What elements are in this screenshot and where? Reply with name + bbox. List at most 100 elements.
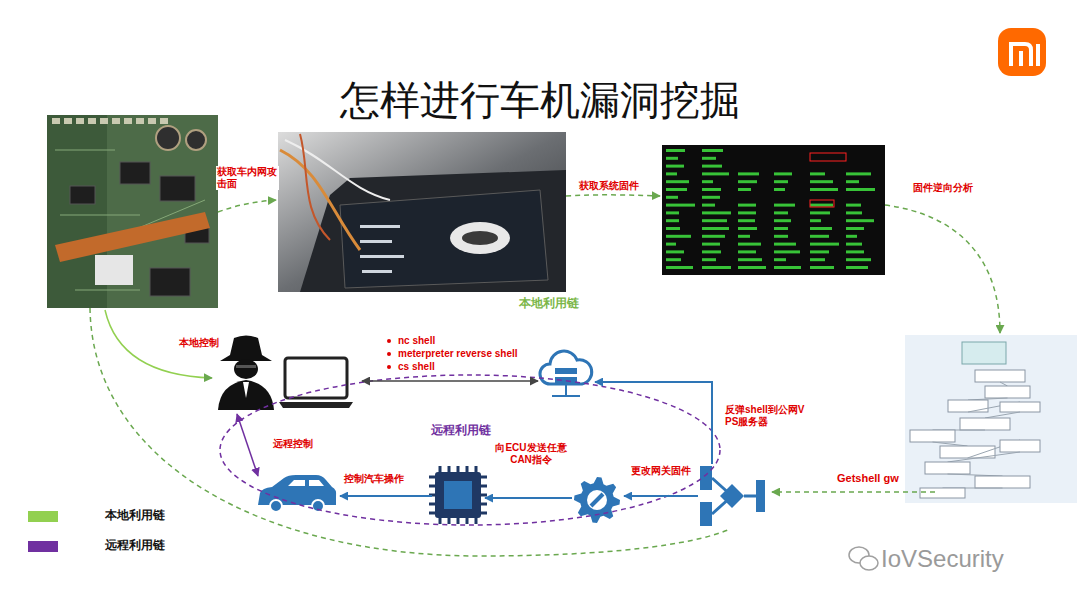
gateway-port — [756, 480, 765, 512]
terminal-line — [810, 243, 839, 246]
ribbon-cable — [55, 212, 210, 262]
pcb-connector — [112, 118, 120, 124]
wire — [280, 150, 360, 250]
graph-block — [925, 462, 970, 474]
wire — [300, 134, 330, 240]
glasses — [236, 365, 256, 368]
bubble — [860, 556, 878, 570]
chip — [160, 176, 195, 201]
terminal-line — [774, 227, 788, 230]
brand-logo — [998, 28, 1046, 76]
cloud — [540, 351, 592, 384]
chip-pin — [429, 466, 487, 524]
terminal-line — [846, 180, 859, 183]
chain-arrows — [90, 195, 1000, 556]
pcb-connector — [136, 118, 144, 124]
terminal-line — [702, 219, 727, 222]
remote-control-arrow — [237, 414, 258, 476]
laptop-screen — [285, 358, 347, 398]
terminal-line — [774, 172, 792, 175]
highlight-box — [810, 153, 846, 161]
graph-block — [975, 370, 1025, 382]
terminal-line — [738, 258, 762, 261]
laptop-base — [279, 402, 353, 408]
terminal-line — [846, 172, 871, 175]
graph-block — [985, 386, 1030, 398]
terminal-line — [702, 204, 715, 207]
terminal-line — [738, 266, 766, 269]
terminal-line — [666, 235, 691, 238]
terminal-line — [702, 172, 729, 175]
flow-graph-picture — [905, 335, 1077, 503]
terminal-line — [738, 180, 757, 183]
watermark: IoVSecurity — [880, 545, 1005, 574]
photo-ground — [278, 132, 566, 292]
terminal-line — [666, 149, 685, 152]
picture-ground — [905, 335, 1077, 503]
tie — [243, 382, 249, 398]
gateway-links — [712, 478, 756, 514]
terminal-line — [702, 258, 716, 261]
chain-label: 本地利用链 — [518, 296, 580, 310]
graph-block — [960, 418, 1010, 430]
gateway-port — [700, 502, 712, 526]
terminal-line — [774, 266, 801, 269]
pcb-connector — [148, 118, 156, 124]
car-window — [288, 480, 324, 486]
terminal-line — [666, 188, 687, 191]
local-chain-arrow — [885, 205, 1000, 333]
terminal-line — [666, 258, 681, 261]
terminal-line — [810, 219, 821, 222]
terminal-line — [774, 211, 788, 214]
terminal-line — [810, 235, 829, 238]
terminal-line — [702, 165, 722, 168]
graph-edge — [933, 442, 968, 446]
terminal-line — [738, 172, 759, 175]
terminal-line — [666, 157, 678, 160]
screen-item — [360, 255, 404, 258]
pcb-trace — [60, 215, 140, 216]
graph-block — [1000, 440, 1040, 452]
legend-swatch — [28, 541, 58, 552]
local-chain-arrow — [218, 200, 276, 212]
pcb-connector — [88, 118, 96, 124]
terminal-line — [666, 172, 677, 175]
legend-text: 本地利用链 — [104, 508, 166, 522]
legend-swatch — [28, 511, 58, 522]
terminal-line — [774, 204, 795, 207]
shell-item: meterpreter reverse shell — [397, 348, 519, 360]
pcb-trace — [75, 290, 140, 291]
terminal-line — [702, 250, 721, 253]
terminal-line — [846, 211, 862, 214]
terminal-line — [666, 196, 678, 199]
flow-arrow — [485, 497, 572, 499]
local-chain-arrow — [772, 491, 935, 493]
bullet — [387, 339, 391, 343]
server — [555, 368, 577, 374]
flow-arrow — [624, 495, 698, 497]
capacitor — [156, 126, 180, 150]
graph-edge — [948, 452, 1021, 462]
capacitor — [186, 130, 206, 150]
terminal-line — [738, 188, 751, 191]
terminal-line — [774, 250, 800, 253]
laptop-icon — [279, 358, 353, 408]
sticker — [95, 255, 133, 285]
gateway-icon — [700, 466, 765, 526]
terminal-line — [774, 188, 785, 191]
chip — [70, 186, 95, 204]
terminal-line — [810, 211, 830, 214]
terminal-line — [666, 219, 679, 222]
graph-block — [1000, 402, 1040, 412]
terminal-line — [846, 204, 861, 207]
gateway-port — [700, 466, 712, 490]
graph-block — [948, 400, 988, 412]
terminal-line — [846, 235, 857, 238]
step-label: 本地控制 — [178, 337, 220, 349]
terminal-line — [810, 188, 838, 191]
pcb-connector — [64, 118, 72, 124]
terminal-line — [846, 250, 864, 253]
terminal-line — [738, 250, 756, 253]
circuit-board-photo — [47, 115, 218, 308]
terminal-line — [738, 211, 756, 214]
